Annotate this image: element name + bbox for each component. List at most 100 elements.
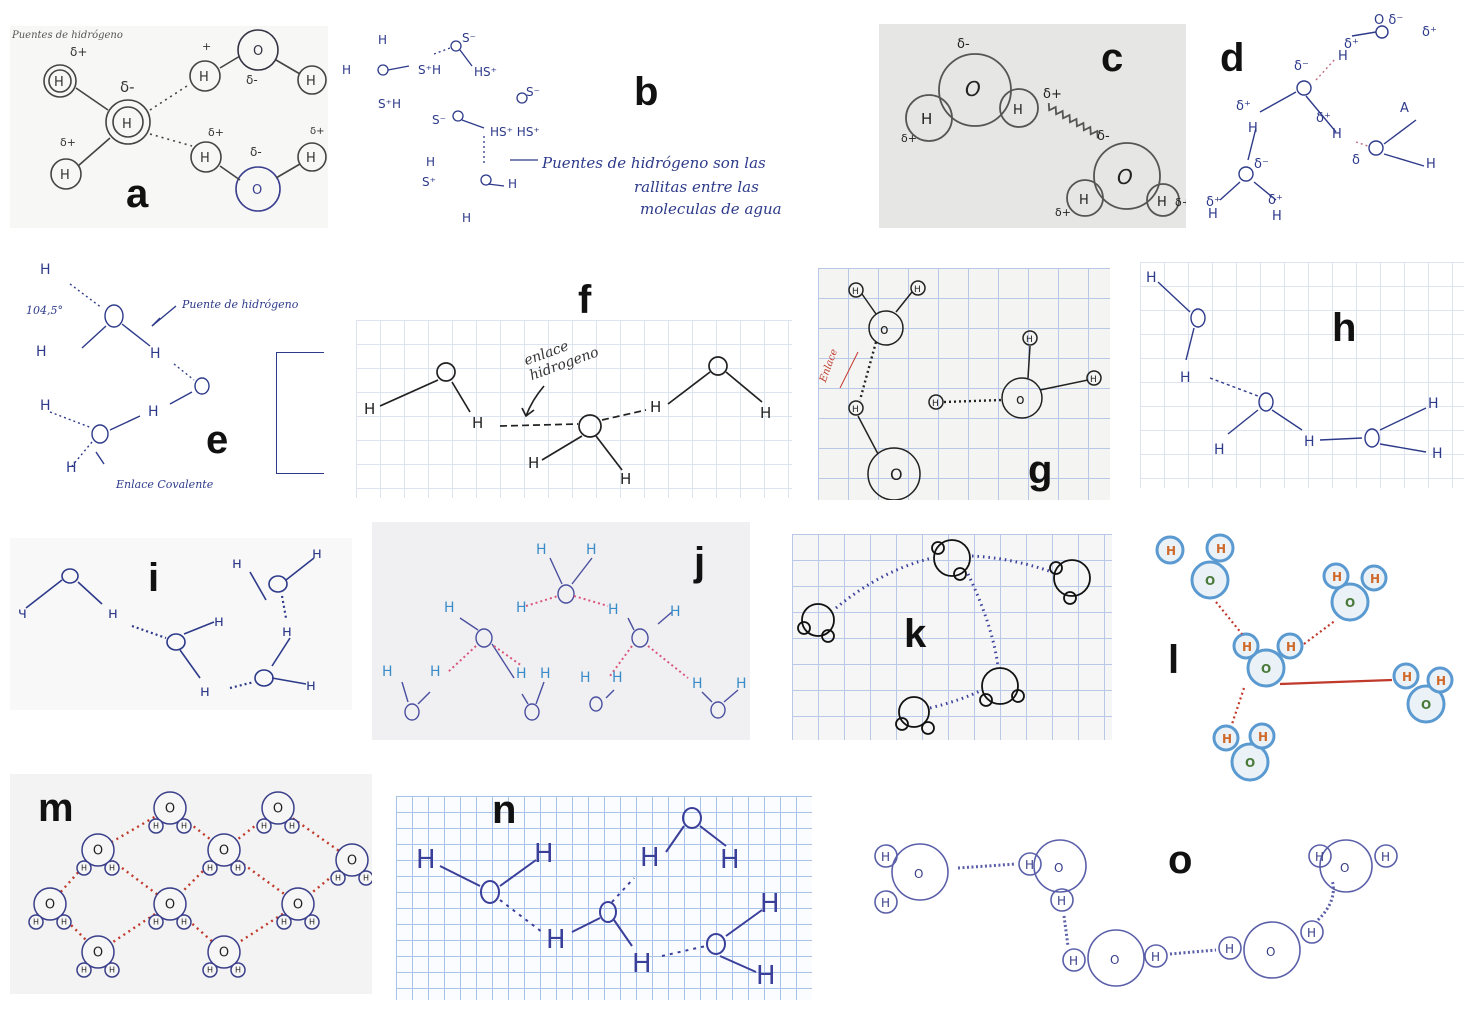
panel-a-drawing: HHH OHH OHH δ-δ+ +δ- δ+δ- δ+δ+ [43, 29, 327, 212]
svg-text:ч: ч [18, 604, 27, 622]
svg-text:δ⁻: δ⁻ [1294, 59, 1309, 74]
panel-b-label: b [634, 70, 659, 114]
svg-text:O: O [165, 897, 175, 912]
panel-b-note-line-2: rallitas entre las [634, 178, 759, 196]
svg-text:H: H [1272, 209, 1282, 224]
svg-text:H: H [153, 918, 159, 927]
svg-text:H: H [472, 414, 483, 432]
svg-text:H: H [281, 918, 287, 927]
svg-text:H: H [81, 966, 87, 975]
svg-text:δ⁺: δ⁺ [1316, 111, 1331, 126]
svg-text:O: O [45, 897, 55, 912]
svg-text:O: O [219, 843, 229, 858]
svg-text:O: O [1245, 756, 1255, 770]
svg-text:O: O [1054, 861, 1063, 875]
svg-text:H: H [40, 398, 51, 414]
svg-text:H: H [1214, 442, 1225, 458]
svg-text:O: O [1110, 953, 1119, 967]
panel-e-label: e [206, 418, 229, 462]
svg-text:H: H [1402, 670, 1412, 684]
svg-text:H: H [1166, 544, 1176, 558]
svg-text:δ-: δ- [246, 73, 258, 87]
svg-text:H: H [760, 889, 780, 919]
svg-text:H: H [235, 966, 241, 975]
svg-text:H: H [1013, 103, 1023, 118]
svg-text:H: H [33, 918, 39, 927]
svg-text:H: H [1157, 195, 1167, 210]
svg-text:н: н [108, 604, 118, 622]
svg-text:H: H [1315, 850, 1324, 864]
svg-text:O: O [1261, 662, 1271, 676]
svg-text:H: H [207, 966, 213, 975]
panel-c: O HH O HH δ-δ+ δ+δ- δ+δ+ c [879, 24, 1186, 228]
svg-text:O: O [252, 183, 262, 198]
svg-text:H: H [1216, 542, 1226, 556]
svg-text:δ-: δ- [957, 37, 970, 52]
svg-text:H: H [756, 961, 776, 991]
svg-text:H: H [426, 155, 435, 169]
svg-text:S⁻: S⁻ [432, 113, 446, 127]
panel-f-label-outer: f [578, 278, 592, 322]
svg-text:O: O [1345, 596, 1355, 610]
svg-text:δ⁺: δ⁺ [1344, 37, 1359, 52]
svg-text:H: H [536, 542, 547, 558]
svg-text:O: O [1340, 861, 1349, 875]
panel-c-drawing: O HH O HH δ-δ+ δ+δ- δ+δ+ [901, 37, 1186, 219]
svg-text:S⁻: S⁻ [462, 31, 476, 45]
svg-text:o: o [1016, 392, 1025, 408]
panel-f: HHH HHH enlace hidrogeno f [356, 320, 792, 498]
panel-c-label: c [1101, 36, 1124, 80]
svg-text:O: O [914, 867, 923, 881]
svg-text:O δ⁻: O δ⁻ [1374, 13, 1403, 28]
svg-text:H: H [444, 600, 455, 616]
svg-text:δ⁻: δ⁻ [1254, 157, 1269, 172]
svg-text:H: H [306, 151, 316, 166]
panel-a-label: a [126, 172, 149, 216]
svg-text:H: H [1090, 375, 1097, 385]
svg-text:δ-: δ- [1097, 129, 1110, 144]
svg-text:H: H [736, 676, 747, 692]
svg-text:H: H [932, 399, 939, 409]
svg-text:H: H [378, 33, 387, 47]
svg-text:H: H [720, 845, 740, 875]
svg-text:HS⁺ HS⁺: HS⁺ HS⁺ [490, 125, 540, 139]
panel-h-drawing: HHH HHH [1146, 270, 1443, 462]
svg-text:o: o [880, 322, 889, 338]
svg-text:H: H [1428, 396, 1439, 412]
svg-text:O: O [1266, 945, 1275, 959]
svg-text:δ+: δ+ [70, 45, 87, 59]
svg-text:H: H [309, 918, 315, 927]
panel-b-note-line-1: Puentes de hidrógeno son las [542, 154, 766, 172]
svg-text:H: H [261, 822, 267, 831]
svg-text:H: H [586, 542, 597, 558]
panel-e-note-bottom: Enlace Covalente [116, 478, 214, 491]
svg-text:H: H [881, 896, 890, 910]
panel-a-note: Puentes de hidrógeno [12, 30, 123, 41]
svg-text:H: H [692, 676, 703, 692]
svg-text:δ⁺: δ⁺ [1422, 25, 1437, 40]
svg-text:H: H [364, 400, 375, 418]
svg-text:O: O [219, 945, 229, 960]
panel-g-label: g [1028, 448, 1053, 492]
svg-text:H: H [1426, 157, 1436, 172]
svg-text:δ: δ [1352, 153, 1360, 168]
panel-e-note-top: Puente de hidrógeno [182, 298, 299, 311]
svg-text:O: O [165, 801, 175, 816]
svg-text:H: H [528, 454, 539, 472]
panel-e-angle: 104,5° [26, 304, 63, 317]
panel-h-label: h [1332, 306, 1357, 350]
svg-text:H: H [109, 966, 115, 975]
